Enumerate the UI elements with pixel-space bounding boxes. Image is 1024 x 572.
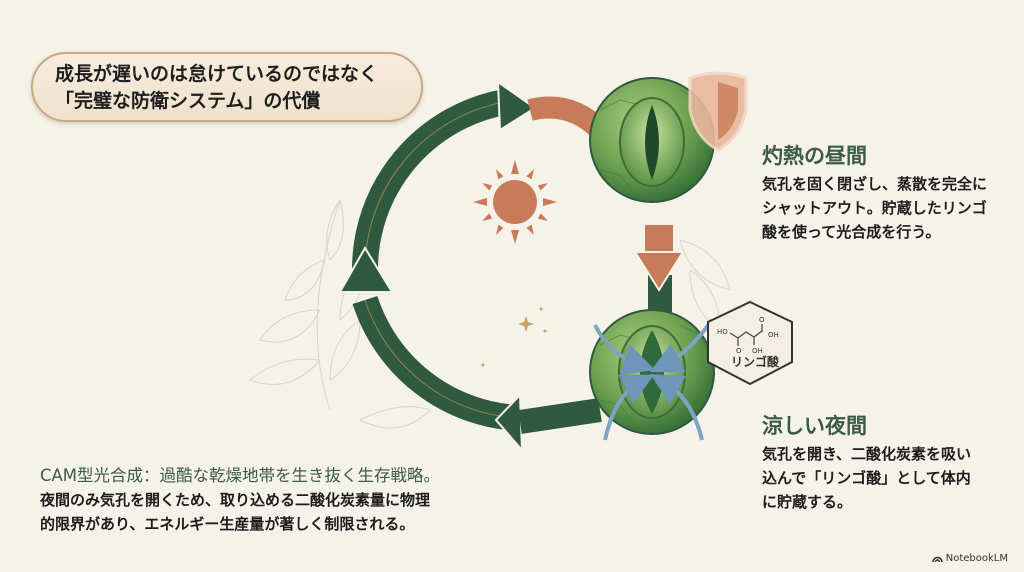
co2-intake-arrows	[593, 318, 714, 441]
night-description: 気孔を開き、二酸化炭素を吸い 込んで「リンゴ酸」として体内 に貯蔵する。	[762, 442, 971, 514]
title-banner: 成長が遅いのは怠けているのではなく 「完璧な防衛システム」の代償	[31, 52, 423, 122]
shield-icon	[688, 71, 748, 152]
title-line-2: 「完璧な防衛システム」の代償	[55, 90, 321, 112]
brand-watermark: NotebookLM	[931, 553, 1008, 564]
summary-line-2: 的限界があり、エネルギー生産量が著しく制限される。	[40, 515, 415, 533]
day-line-1: 気孔を固く閉ざし、蒸散を完全に	[762, 175, 988, 193]
summary-line-1: 夜間のみ気孔を開くため、取り込める二酸化炭素量に物理	[40, 491, 431, 509]
day-description: 気孔を固く閉ざし、蒸散を完全に シャットアウト。貯蔵したリンゴ 酸を使って光合成…	[762, 172, 987, 244]
svg-text:O: O	[736, 347, 742, 355]
leaf-decoration	[249, 199, 731, 429]
summary-heading: CAM型光合成：過酷な乾燥地帯を生き抜く生存戦略。	[40, 466, 441, 485]
svg-text:OH: OH	[752, 347, 763, 355]
sun-icon	[473, 160, 557, 244]
cycle-arrow	[338, 80, 672, 453]
svg-text:O: O	[759, 316, 765, 324]
molecule-ho: HO	[717, 328, 728, 336]
svg-text:OH: OH	[768, 331, 779, 339]
day-line-2: シャットアウト。貯蔵したリンゴ	[762, 199, 987, 217]
summary-description: 夜間のみ気孔を開くため、取り込める二酸化炭素量に物理 的限界があり、エネルギー生…	[40, 488, 430, 536]
brand-label: NotebookLM	[945, 553, 1008, 564]
day-line-3: 酸を使って光合成を行う。	[762, 223, 941, 241]
malic-acid-label: リンゴ酸	[731, 355, 780, 369]
night-heading: 涼しい夜間	[762, 413, 867, 438]
moon-icon	[481, 303, 547, 367]
day-stoma-closed	[589, 77, 715, 203]
night-line-3: に貯蔵する。	[762, 493, 853, 511]
day-heading: 灼熱の昼間	[762, 143, 867, 168]
notebooklm-logo-icon	[931, 556, 943, 563]
malic-acid-hexagon: HO OH O O OH	[707, 300, 793, 386]
night-line-2: 込んで「リンゴ酸」として体内	[762, 469, 971, 487]
night-line-1: 気孔を開き、二酸化炭素を吸い	[762, 445, 971, 463]
title-line-1: 成長が遅いのは怠けているのではなく	[55, 63, 379, 85]
